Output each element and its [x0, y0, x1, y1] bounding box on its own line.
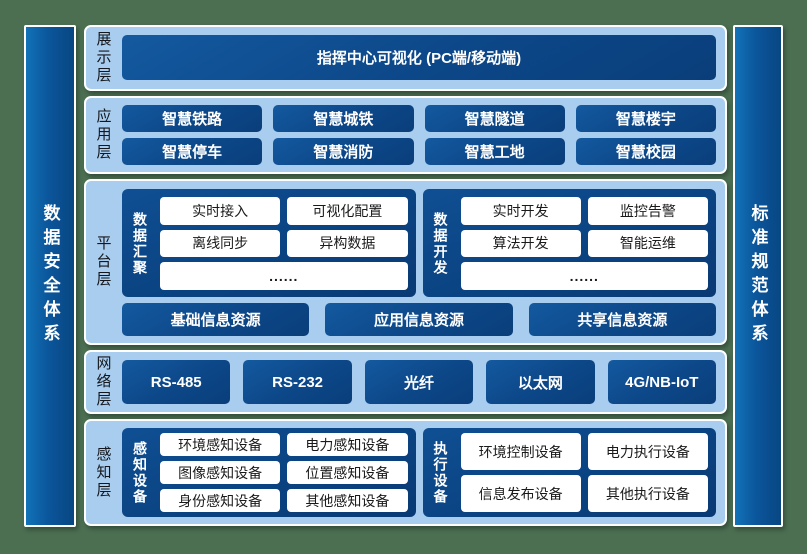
- resource-box: 共享信息资源: [528, 303, 716, 336]
- application-box: 智慧隧道: [424, 105, 565, 132]
- resource-row: 基础信息资源 应用信息资源 共享信息资源: [122, 303, 716, 336]
- layer-network: 网络层 RS-485 RS-232 光纤 以太网 4G/NB-IoT: [84, 350, 727, 414]
- execution-device-label: 执行设备: [432, 440, 449, 505]
- sensing-device-grid: 环境感知设备 电力感知设备 图像感知设备 位置感知设备 身份感知设备 其他感知设…: [160, 433, 408, 512]
- execution-device-grid: 环境控制设备 电力执行设备 信息发布设备 其他执行设备: [460, 433, 708, 512]
- data-aggregation-grid: 实时接入 可视化配置 离线同步 异构数据 ......: [160, 197, 408, 290]
- layer-network-content: RS-485 RS-232 光纤 以太网 4G/NB-IoT: [120, 352, 725, 412]
- layer-application: 应用层 智慧铁路 智慧城铁 智慧隧道 智慧楼宇 智慧停车 智慧消防 智慧工地 智…: [84, 96, 727, 174]
- capability-box: 实时开发: [460, 197, 581, 225]
- data-aggregation-label: 数据汇聚: [132, 211, 148, 276]
- application-box: 智慧城铁: [273, 105, 414, 132]
- layer-application-content: 智慧铁路 智慧城铁 智慧隧道 智慧楼宇 智慧停车 智慧消防 智慧工地 智慧校园: [120, 98, 725, 172]
- sensing-device-panel: 感知设备 环境感知设备 电力感知设备 图像感知设备 位置感知设备 身份感知设备 …: [122, 428, 416, 517]
- layer-perception-content: 感知设备 环境感知设备 电力感知设备 图像感知设备 位置感知设备 身份感知设备 …: [120, 421, 725, 524]
- data-development-grid: 实时开发 监控告警 算法开发 智能运维 ......: [460, 197, 708, 290]
- layer-display-label: 展示层: [94, 31, 112, 85]
- capability-box: 监控告警: [587, 197, 708, 225]
- capability-box: 离线同步: [160, 229, 281, 258]
- pillar-standard-spec-label: 标准规范体系: [748, 204, 768, 348]
- device-box: 电力执行设备: [587, 433, 708, 470]
- device-box: 环境控制设备: [460, 433, 581, 470]
- capability-box: 实时接入: [160, 197, 281, 225]
- layer-display: 展示层 指挥中心可视化 (PC端/移动端): [84, 25, 727, 91]
- application-box: 智慧校园: [575, 138, 716, 165]
- resource-box: 基础信息资源: [122, 303, 310, 336]
- command-center-box: 指挥中心可视化 (PC端/移动端): [122, 35, 716, 80]
- layer-application-label: 应用层: [94, 108, 112, 162]
- network-box: 以太网: [486, 360, 595, 404]
- resource-box: 应用信息资源: [325, 303, 513, 336]
- capability-box: 可视化配置: [287, 197, 408, 225]
- device-box: 图像感知设备: [160, 461, 281, 484]
- application-box: 智慧铁路: [122, 105, 263, 132]
- application-box: 智慧停车: [122, 138, 263, 165]
- network-box: 光纤: [364, 360, 474, 404]
- layer-platform: 平台层 数据汇聚 实时接入 可视化配置 离线同步 异构数据 ......: [84, 179, 727, 345]
- pillar-standard-spec: 标准规范体系: [733, 25, 783, 527]
- data-development-label: 数据开发: [432, 211, 449, 276]
- layer-perception: 感知层 感知设备 环境感知设备 电力感知设备 图像感知设备 位置感知设备 身份感…: [84, 419, 727, 526]
- capability-box: 异构数据: [287, 229, 408, 258]
- network-box: RS-485: [122, 360, 231, 404]
- device-box: 其他执行设备: [587, 475, 708, 512]
- layer-platform-content: 数据汇聚 实时接入 可视化配置 离线同步 异构数据 ...... 数据开发: [120, 181, 725, 343]
- layer-display-content: 指挥中心可视化 (PC端/移动端): [120, 27, 725, 89]
- network-box: RS-232: [243, 360, 352, 404]
- capability-box: 智能运维: [587, 229, 708, 258]
- layer-platform-label: 平台层: [94, 235, 112, 289]
- capability-more-box: ......: [160, 262, 408, 290]
- device-box: 身份感知设备: [160, 489, 281, 512]
- capability-box: 算法开发: [460, 229, 581, 258]
- platform-panels: 数据汇聚 实时接入 可视化配置 离线同步 异构数据 ...... 数据开发: [122, 189, 716, 297]
- capability-more-box: ......: [460, 262, 708, 290]
- layer-network-label: 网络层: [94, 355, 112, 409]
- data-development-panel: 数据开发 实时开发 监控告警 算法开发 智能运维 ......: [422, 189, 716, 297]
- device-box: 环境感知设备: [160, 433, 281, 456]
- pillar-data-security: 数据安全体系: [24, 25, 76, 527]
- device-box: 电力感知设备: [287, 433, 408, 456]
- device-box: 信息发布设备: [460, 475, 581, 512]
- pillar-data-security-label: 数据安全体系: [40, 204, 60, 348]
- application-box: 智慧楼宇: [575, 105, 716, 132]
- application-box: 智慧消防: [273, 138, 414, 165]
- data-aggregation-panel: 数据汇聚 实时接入 可视化配置 离线同步 异构数据 ......: [122, 189, 416, 297]
- network-box: 4G/NB-IoT: [607, 360, 716, 404]
- device-box: 位置感知设备: [287, 461, 408, 484]
- sensing-device-label: 感知设备: [132, 440, 148, 505]
- application-box: 智慧工地: [424, 138, 565, 165]
- device-box: 其他感知设备: [287, 489, 408, 512]
- layer-perception-label: 感知层: [94, 445, 112, 500]
- execution-device-panel: 执行设备 环境控制设备 电力执行设备 信息发布设备 其他执行设备: [422, 428, 716, 517]
